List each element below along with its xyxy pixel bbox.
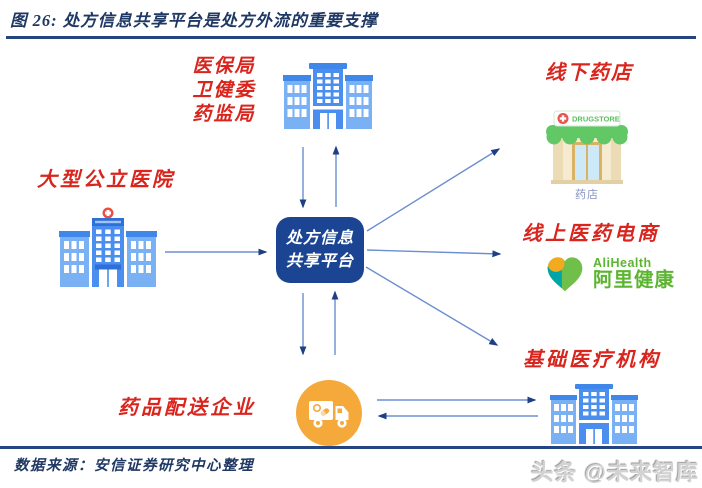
ecommerce-label: 线上医药电商 [522, 223, 660, 245]
delivery-truck-icon [296, 380, 362, 446]
regulators-line-1: 医保局 [192, 56, 256, 77]
drugstore-icon: DRUGSTORE [546, 110, 628, 184]
toutiao-watermark: 头条 @未来智库 [531, 460, 699, 485]
basic-medical-label: 基础医疗机构 [523, 349, 661, 371]
regulators-line-2: 卫健委 [192, 80, 256, 101]
arrow-platform-to-ecommerce [366, 249, 502, 258]
platform-line-1: 处方信息 [285, 230, 354, 247]
title-divider [6, 36, 696, 39]
hospital-building-icon [59, 207, 157, 287]
alihealth-name-en: AliHealth [593, 256, 652, 271]
clinic-building-icon [550, 384, 638, 444]
footer-divider [0, 446, 702, 449]
drugstore-caption: 药店 [575, 189, 599, 201]
regulators-line-3: 药监局 [192, 104, 256, 125]
alihealth-logo: AliHealth 阿里健康 [544, 253, 675, 295]
data-source-note: 数据来源：安信证券研究中心整理 [14, 458, 254, 474]
platform-line-2: 共享平台 [285, 253, 354, 270]
figure-title: 图 26: 处方信息共享平台是处方外流的重要支撑 [10, 11, 378, 30]
alihealth-heart-icon [547, 257, 583, 292]
alihealth-wordmark: AliHealth 阿里健康 [593, 257, 675, 291]
alihealth-name-cn: 阿里健康 [593, 269, 676, 292]
offline-pharmacy-label: 线下药店 [545, 62, 633, 84]
arrow-platform-to-offline-pharmacy [366, 148, 501, 232]
regulators-label: 医保局 卫健委 药监局 [176, 55, 272, 127]
drugstore-sign-text: DRUGSTORE [572, 115, 620, 124]
platform-node: 处方信息 共享平台 [276, 217, 364, 283]
government-building-icon [283, 63, 373, 129]
arrow-platform-to-basic-medical [365, 266, 499, 346]
delivery-label: 药品配送企业 [118, 397, 256, 419]
hospital-label: 大型公立医院 [37, 169, 175, 191]
